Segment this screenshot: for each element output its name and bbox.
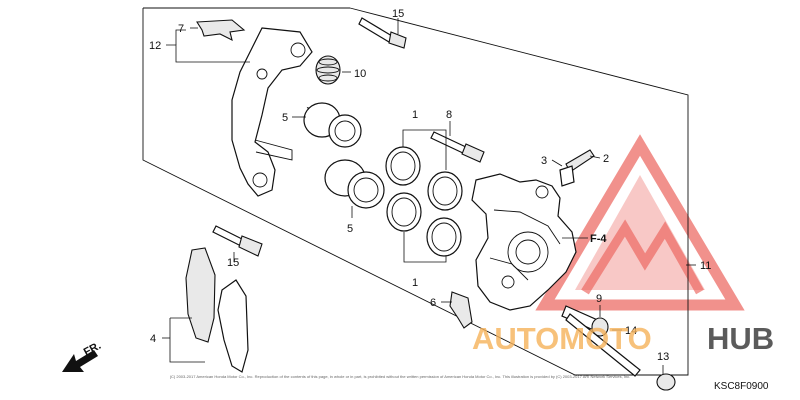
callout-5-lower: 5 <box>347 223 353 235</box>
piston-seals <box>385 146 463 257</box>
watermark-text-left: AUTOMOTO <box>472 321 652 356</box>
callout-9: 9 <box>596 293 602 305</box>
callout-15-bottom: 15 <box>227 257 239 269</box>
pin-plug <box>656 373 676 391</box>
callout-11: 11 <box>700 260 711 272</box>
reference-label: F-4 <box>590 233 607 245</box>
callout-13: 13 <box>657 351 669 363</box>
front-direction-indicator: FR. <box>62 340 103 372</box>
copyright-notice: (C) 2003-2017 American Honda Motor Co., … <box>170 374 631 379</box>
reference-marker: F-4 <box>590 233 607 245</box>
callout-6: 6 <box>430 297 436 309</box>
brake-pads <box>185 247 249 373</box>
callout-5-upper: 5 <box>282 112 288 124</box>
callout-3: 3 <box>541 155 547 167</box>
callout-15-top: 15 <box>392 8 404 20</box>
pin-boot <box>315 55 341 85</box>
diagram-code: KSC8F0900 <box>714 381 769 392</box>
piston-lower <box>324 159 385 209</box>
callout-1-top: 1 <box>412 109 418 121</box>
callout-1-bottom: 1 <box>412 277 418 289</box>
callout-7: 7 <box>178 23 184 35</box>
callout-4: 4 <box>150 333 156 345</box>
front-arrow-icon <box>62 350 98 372</box>
bolt-top <box>358 17 407 49</box>
callout-labels: 7 12 15 10 5 5 1 1 8 3 2 4 6 11 9 14 13 … <box>149 8 711 363</box>
watermark-text: AUTOMOTO HUB <box>472 321 774 356</box>
bolt-bottom <box>212 225 263 257</box>
watermark-text-right: HUB <box>707 321 774 356</box>
bleeder-valve <box>559 149 595 187</box>
callout-2: 2 <box>603 153 609 165</box>
pad-spring <box>449 291 473 329</box>
front-direction-label: FR. <box>82 340 103 359</box>
leader-lines <box>162 18 696 374</box>
exploded-view-frame <box>142 7 689 376</box>
slide-pin <box>430 131 485 163</box>
watermark-logo <box>535 134 745 311</box>
callout-14: 14 <box>625 325 637 337</box>
callout-10: 10 <box>354 68 366 80</box>
piston-upper <box>303 102 362 148</box>
callout-8: 8 <box>446 109 452 121</box>
caliper-bracket <box>231 27 313 197</box>
caliper-body <box>471 173 577 311</box>
retainer-clip <box>196 19 246 42</box>
callout-12: 12 <box>149 40 161 52</box>
pad-pin <box>561 305 641 377</box>
